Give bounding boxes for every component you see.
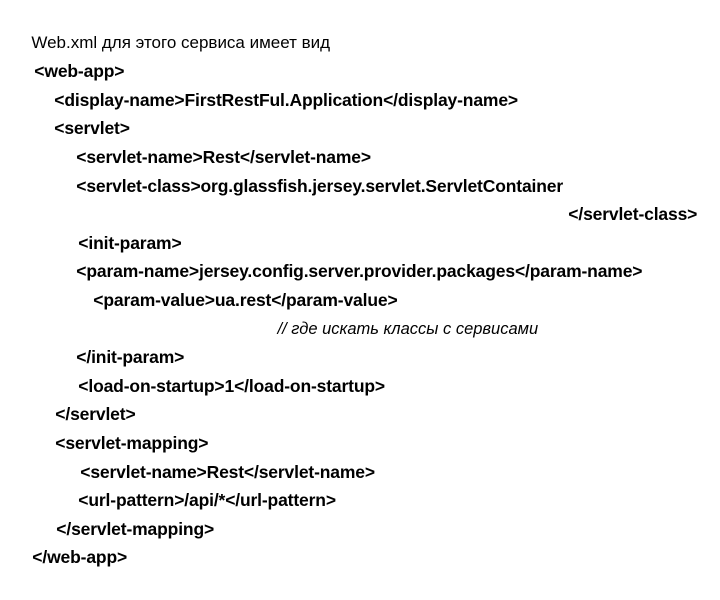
web-xml-listing: Web.xml для этого сервиса имеет вид <web… — [0, 0, 720, 568]
code-text: <param-value>ua.rest</param-value> — [93, 289, 398, 310]
code-line-web-app-open: <web-app> — [0, 29, 720, 81]
code-text: </web-app> — [32, 547, 128, 568]
code-line-init-param-close: </init-param> — [0, 315, 720, 367]
code-line-servlet-close: </servlet> — [0, 372, 720, 424]
code-text: <init-param> — [78, 232, 182, 253]
code-line-url-pattern: <url-pattern>/api/*</url-pattern> — [0, 458, 720, 510]
code-line-servlet-open: <servlet> — [0, 86, 720, 138]
code-text: <servlet-mapping> — [55, 432, 209, 453]
code-text: <servlet-class>org.glassfish.jersey.serv… — [76, 175, 564, 196]
comment-text: // где искать классы с сервисами — [277, 319, 539, 338]
code-text: <web-app> — [34, 61, 125, 82]
code-line-init-param-open: <init-param> — [0, 200, 720, 253]
code-line-servlet-class-open: <servlet-class>org.glassfish.jersey.serv… — [0, 143, 720, 196]
code-text: </servlet-class> — [568, 204, 698, 225]
intro-sentence: Web.xml для этого сервиса имеет вид — [0, 0, 720, 52]
code-text: <param-name>jersey.config.server.provide… — [76, 261, 643, 282]
code-text: <servlet> — [54, 118, 130, 139]
code-text: <servlet-name>Rest</servlet-name> — [80, 461, 375, 482]
code-line-comment-where-classes: // где искать классы с сервисами — [0, 286, 720, 338]
code-line-load-on-startup: <load-on-startup>1</load-on-startup> — [0, 343, 720, 396]
code-text: </servlet-mapping> — [56, 518, 215, 539]
code-line-servlet-class-close: </servlet-class> — [0, 172, 720, 224]
code-line-param-value: <param-value>ua.rest</param-value> — [0, 257, 720, 310]
slide-canvas: Web.xml для этого сервиса имеет вид <web… — [0, 0, 720, 568]
code-text: <display-name>FirstRestFul.Application</… — [54, 89, 518, 110]
code-text: </init-param> — [76, 347, 185, 368]
intro-text: Web.xml для этого сервиса имеет вид — [31, 32, 331, 52]
code-line-mapping-servlet-name: <servlet-name>Rest</servlet-name> — [0, 429, 720, 482]
code-text: </servlet> — [55, 404, 136, 425]
code-text: <load-on-startup>1</load-on-startup> — [78, 375, 385, 396]
code-line-web-app-close: </web-app> — [0, 515, 720, 567]
code-line-servlet-mapping-open: <servlet-mapping> — [0, 400, 720, 453]
code-text: <servlet-name>Rest</servlet-name> — [76, 146, 371, 167]
code-line-servlet-name: <servlet-name>Rest</servlet-name> — [0, 114, 720, 167]
code-text: <url-pattern>/api/*</url-pattern> — [78, 490, 336, 511]
code-line-display-name: <display-name>FirstRestFul.Application</… — [0, 57, 720, 110]
code-line-servlet-mapping-close: </servlet-mapping> — [0, 486, 720, 539]
code-line-param-name: <param-name>jersey.config.server.provide… — [0, 229, 720, 281]
